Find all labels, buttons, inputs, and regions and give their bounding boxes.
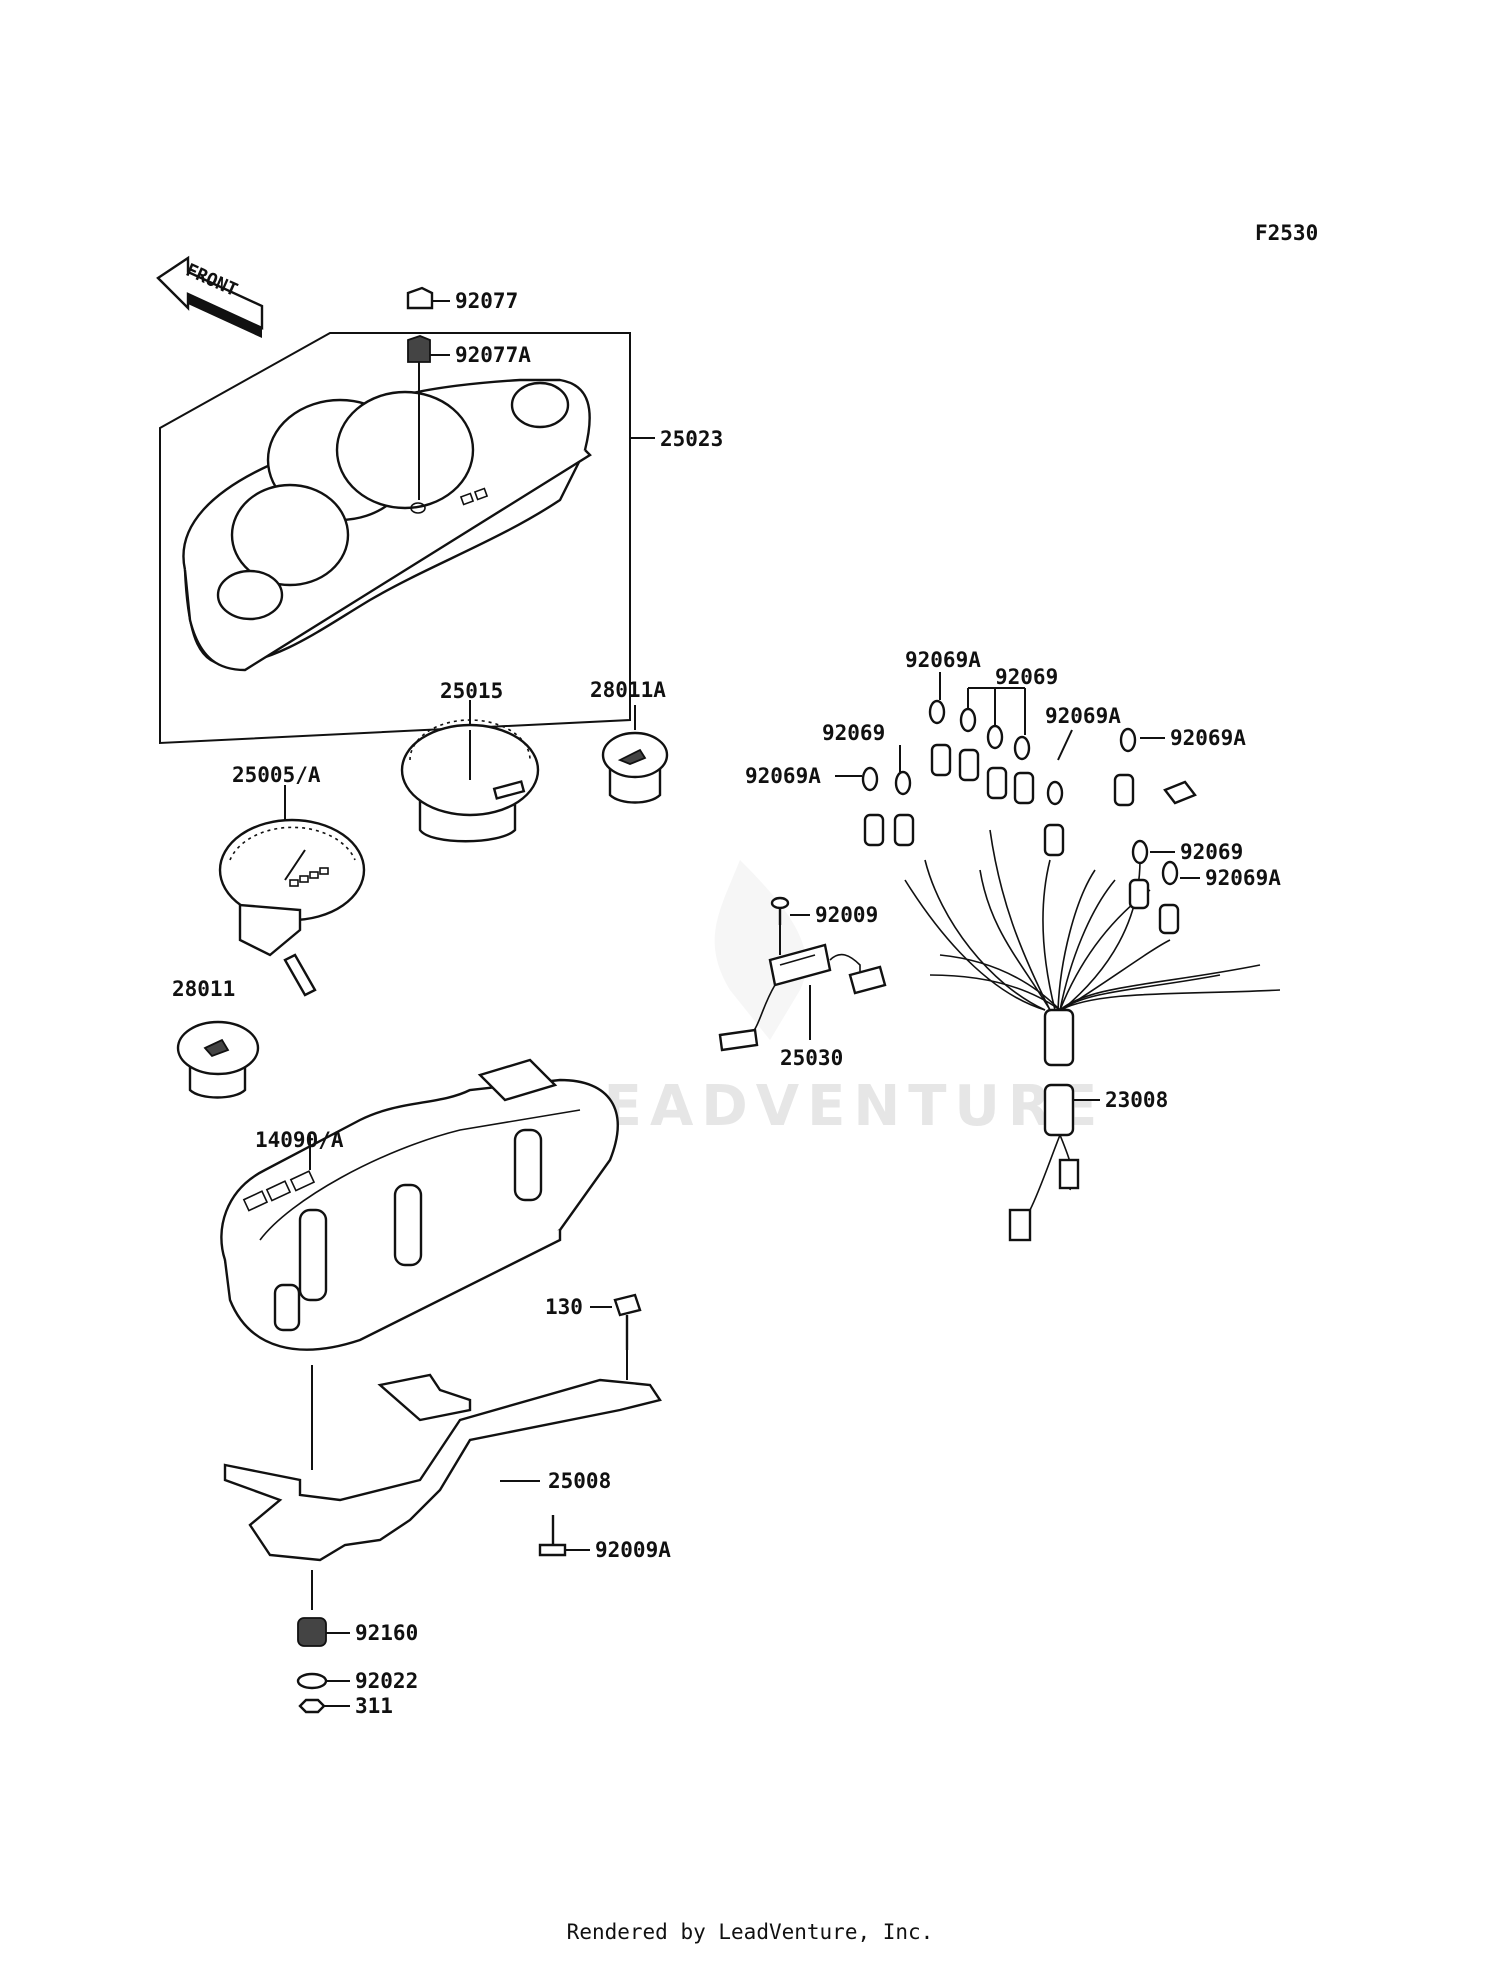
callout-92160: 92160	[355, 1621, 418, 1645]
screw-92009	[770, 896, 810, 955]
callout-92069a-right: 92069A	[1170, 726, 1246, 750]
cover-tach-window	[230, 483, 350, 587]
callout-25008: 25008	[548, 1469, 611, 1493]
callout-14090a: 14090/A	[255, 1128, 344, 1152]
watermark-logo	[714, 860, 807, 1040]
callout-92069a-lowright: 92069A	[1205, 866, 1281, 890]
knob-cap-92077	[406, 286, 450, 310]
callout-92009a: 92009A	[595, 1538, 671, 1562]
cover-small-window-right	[510, 381, 570, 429]
callout-130: 130	[545, 1295, 583, 1319]
grommet-92160	[297, 1617, 350, 1647]
callout-92069-left: 92069	[822, 721, 885, 745]
callout-92069a-left: 92069A	[745, 764, 821, 788]
cover-knob-hole	[410, 502, 426, 514]
knob-92077a	[407, 335, 450, 500]
callout-92069-top: 92069	[995, 665, 1058, 689]
cover-small-window-left	[216, 569, 284, 621]
meter-case-14090a	[220, 1058, 619, 1351]
socket-28011a	[601, 705, 669, 804]
callout-25023: 25023	[660, 427, 723, 451]
callout-28011a: 28011A	[590, 678, 666, 702]
socket-28011	[176, 1020, 260, 1099]
watermark-text: LEADVENTURE	[560, 1074, 1105, 1139]
bulbs-92069	[861, 699, 1179, 886]
callout-92077a: 92077A	[455, 343, 531, 367]
cover-indicator-b	[473, 487, 489, 501]
callout-92077: 92077	[455, 289, 518, 313]
indicator-unit-25030	[718, 943, 887, 1052]
tachometer-25005a	[218, 785, 366, 997]
cover-indicator-a	[459, 492, 475, 506]
callout-92022: 92022	[355, 1669, 418, 1693]
callout-92009: 92009	[815, 903, 878, 927]
callout-25005a: 25005/A	[232, 763, 321, 787]
meter-cover-assembly	[159, 332, 655, 745]
cover-outline-box	[159, 332, 631, 745]
cover-skirt	[183, 449, 592, 672]
callout-92069-right: 92069	[1180, 840, 1243, 864]
callout-labels: 92077 92077A 25023 25015 28011A 25005/A …	[172, 289, 1281, 1718]
bulb-leader-lines	[835, 672, 1200, 879]
bolt-130	[590, 1293, 642, 1380]
callout-92069a-top: 92069A	[905, 648, 981, 672]
front-arrow-icon: FRONT	[156, 255, 264, 338]
bracket-25008	[223, 1365, 662, 1610]
callout-25015: 25015	[440, 679, 503, 703]
callout-28011: 28011	[172, 977, 235, 1001]
callout-25030: 25030	[780, 1046, 843, 1070]
footer-credit: Rendered by LeadVenture, Inc.	[566, 1920, 934, 1944]
bulb-sockets	[863, 743, 1180, 935]
callout-92069a-mid: 92069A	[1045, 704, 1121, 728]
screw-92009a	[538, 1515, 590, 1557]
figure-code: F2530	[1255, 221, 1318, 245]
callout-311: 311	[355, 1694, 393, 1718]
washer-92022	[296, 1672, 350, 1690]
speedometer-25015	[400, 700, 540, 843]
cover-center-window	[335, 390, 475, 510]
nut-311	[298, 1698, 350, 1714]
callout-23008: 23008	[1105, 1088, 1168, 1112]
